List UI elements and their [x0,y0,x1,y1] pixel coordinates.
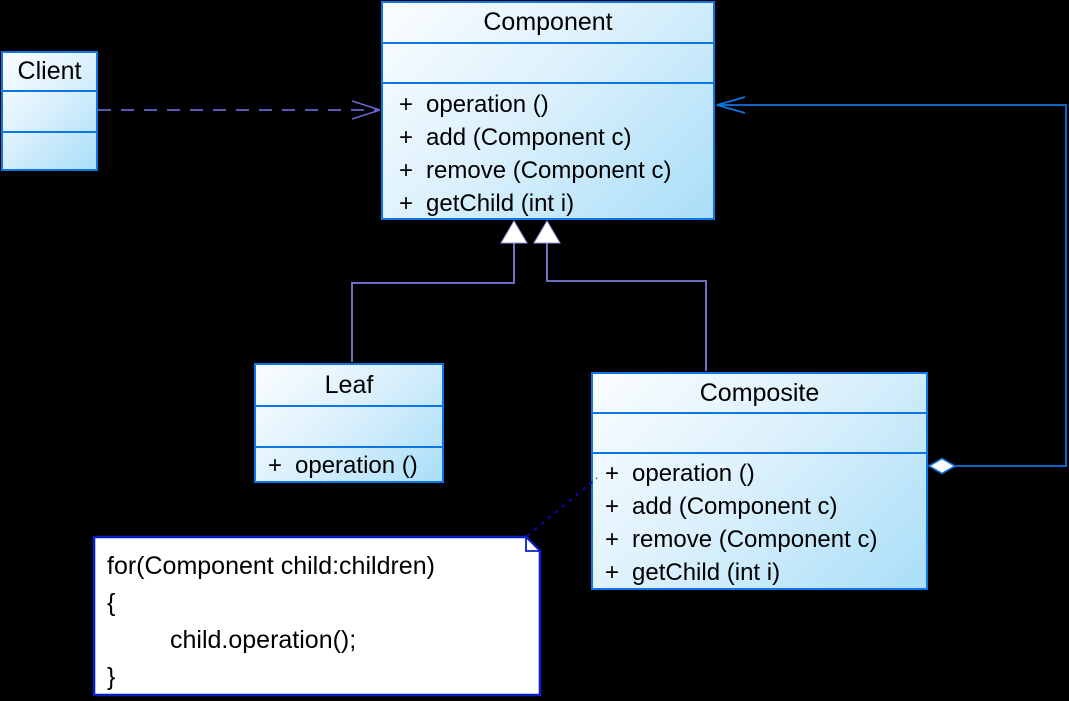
class-component: Component + operation () + add (Componen… [381,1,715,220]
method-signature: add (Component c) [426,124,632,151]
class-leaf: Leaf + operation () [254,363,444,483]
class-composite: Composite + operation () + add (Componen… [591,372,928,590]
generalization-composite-to-component [533,220,707,371]
method-signature: getChild (int i) [426,190,575,217]
method-signature: add (Component c) [632,493,838,520]
class-client-methods-compartment [3,131,96,169]
class-component-title: Component [483,8,613,36]
method-row: + getChild (int i) [605,556,926,589]
class-client-attributes-compartment [3,90,96,131]
method-row: + remove (Component c) [399,154,713,187]
open-arrowhead-icon [351,100,381,120]
method-row: + add (Component c) [605,490,926,523]
method-row: + operation () [399,88,713,121]
class-client-title: Client [17,57,82,85]
generalization-leaf-to-component [351,220,528,362]
class-composite-attributes-compartment [593,412,926,452]
hollow-triangle-icon [533,220,561,244]
open-arrowhead-icon [716,96,746,114]
visibility-sign: + [268,452,283,479]
method-signature: remove (Component c) [632,526,878,553]
method-row: + getChild (int i) [399,187,713,220]
visibility-sign: + [605,460,620,487]
method-signature: operation () [632,460,755,487]
method-row: + operation () [268,449,442,482]
visibility-sign: + [605,559,620,586]
visibility-sign: + [605,493,620,520]
method-row: + remove (Component c) [605,523,926,556]
note-line: } [107,663,116,691]
note-line: { [107,589,116,617]
class-leaf-title: Leaf [324,370,374,399]
aggregation-diamond-icon [927,457,957,475]
class-client: Client [1,51,98,171]
method-signature: getChild (int i) [632,559,781,586]
visibility-sign: + [399,91,414,118]
method-row: + add (Component c) [399,121,713,154]
class-composite-methods-compartment: + operation () + add (Component c) + rem… [593,452,926,589]
class-composite-title: Composite [699,378,820,407]
method-signature: operation () [295,452,418,479]
note-connector [498,477,598,540]
class-leaf-methods-compartment: + operation () [256,446,442,482]
class-leaf-attributes-compartment [256,405,442,446]
method-signature: operation () [426,91,549,118]
class-component-attributes-compartment [383,42,713,82]
dependency-client-to-component [98,100,381,120]
note-text: for(Component child:children) { child.op… [94,548,540,696]
hollow-triangle-icon [500,220,528,244]
note-line: for(Component child:children) [107,552,435,580]
visibility-sign: + [399,124,414,151]
visibility-sign: + [399,190,414,217]
visibility-sign: + [399,157,414,184]
method-row: + operation () [605,457,926,490]
visibility-sign: + [605,526,620,553]
method-signature: remove (Component c) [426,157,672,184]
class-component-methods-compartment: + operation () + add (Component c) + rem… [383,82,713,220]
note-line: child.operation(); [170,626,357,654]
